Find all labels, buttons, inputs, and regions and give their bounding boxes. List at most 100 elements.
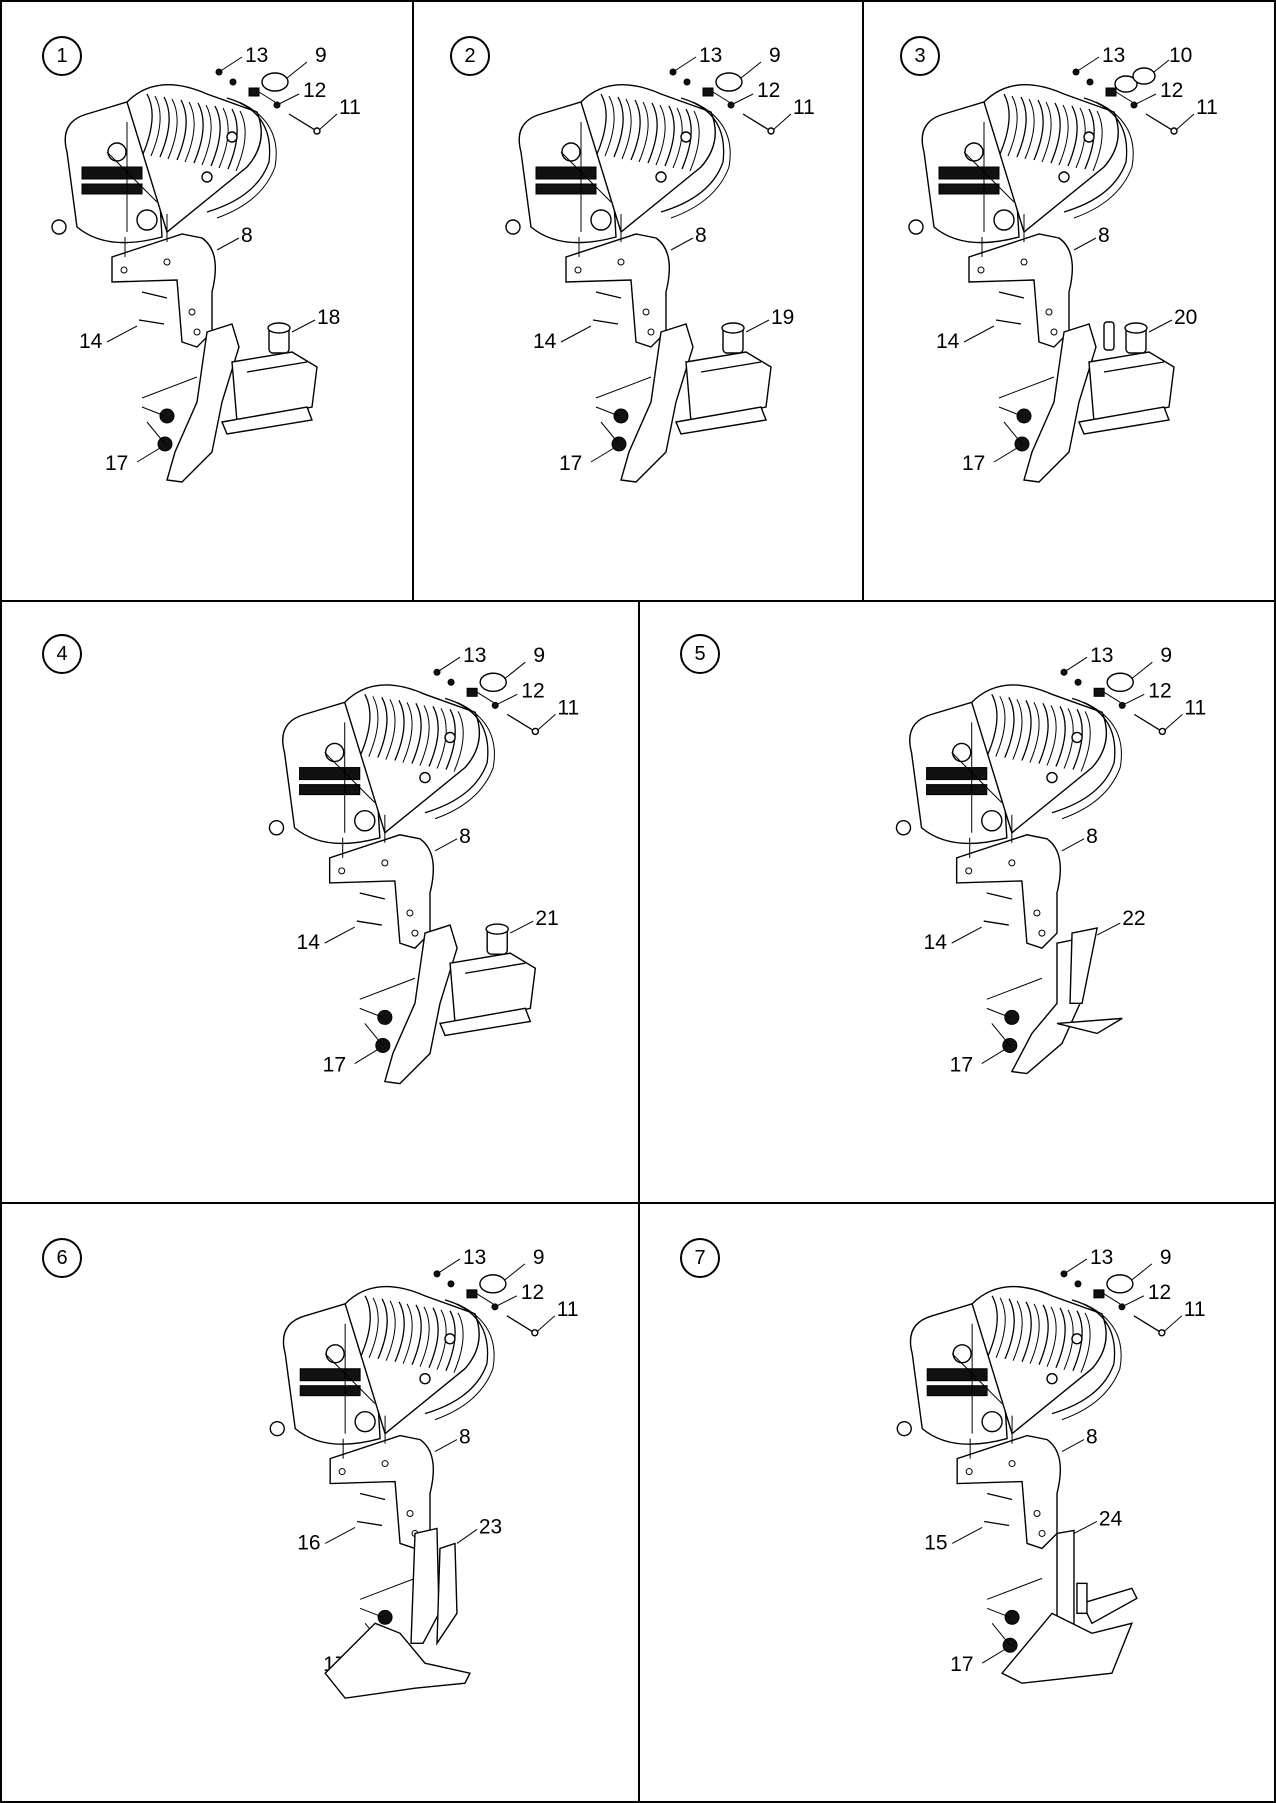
bolt-14 [592,319,619,325]
washer-12 [491,701,499,709]
spring-coil [1055,706,1066,767]
callout-17: 17 [950,1054,973,1077]
washer-13 [683,78,691,86]
leader-line [740,61,762,79]
bracket-hole [1008,1460,1016,1468]
spring-coil [1004,1298,1015,1359]
leader-line [951,1527,983,1544]
leader-line [1063,1258,1088,1275]
pivot-bolt [325,1344,345,1364]
pivot-bolt [993,209,1015,231]
spring-coil [419,705,430,766]
callout-tool: 22 [1122,907,1145,930]
brand-plate [535,166,597,180]
leader-line [510,920,534,934]
callout-12: 12 [521,1281,544,1304]
spring-coil [150,95,161,157]
spring-coil [630,99,641,161]
callout-tool: 19 [771,306,794,329]
brand-plate [299,1385,361,1397]
sweep-blade [1000,1612,1134,1684]
shank [383,924,458,1085]
hose-clamp [479,1274,507,1294]
housing-edge [1061,1303,1122,1421]
nut-17 [375,1037,391,1053]
nut-17 [613,408,629,424]
bolt-14 [359,1492,386,1501]
leader-line [1073,1521,1098,1534]
brand-plate [938,166,1000,180]
callout-tool: 20 [1174,306,1197,329]
spring-coil [193,102,204,164]
hose-clamp [715,72,743,92]
bracket-hole [338,867,346,875]
spring-coil [411,703,422,764]
bolt-14 [138,319,165,325]
callout-11: 11 [339,96,361,119]
nut-17 [1002,1037,1018,1053]
drawing-group: 13912118161723 [269,1246,579,1699]
double-clamp [1132,67,1156,85]
bracket-hole [193,328,201,336]
spring-coil [1021,1301,1032,1362]
leader-line [434,838,458,852]
spring-coil [176,99,187,161]
hose-clamp [261,72,289,92]
leader-line [354,1049,379,1064]
bracket-hole [406,1509,414,1517]
housing-edge [434,701,495,820]
wing-skid [439,1007,532,1037]
callout-11: 11 [557,1298,579,1321]
washer-13 [433,668,441,676]
callout-17: 17 [323,1054,346,1077]
leader-line [560,325,592,343]
bracket-hole [1045,308,1053,316]
callout-9: 10 [1169,44,1192,67]
leader-line [732,93,754,105]
callout-11: 11 [793,96,815,119]
assembly-line [578,214,622,257]
leader-line [1115,91,1133,103]
housing-edge [670,101,731,219]
bolt-11 [1145,113,1173,131]
brand-plate [299,767,361,781]
spring-housing [51,84,277,244]
shank [410,1527,440,1644]
bracket-hole [188,308,196,316]
pivot-bolt [51,219,67,235]
pivot-bolt [896,1420,912,1437]
rivet [655,171,667,183]
spring-coil [1021,700,1032,761]
hose-clamp [1106,672,1134,692]
spring-coil [1055,1307,1066,1368]
spring-coil [453,711,464,772]
wing-skid [1078,406,1170,435]
wing-skid [221,406,313,435]
callout-11: 11 [1184,696,1206,719]
brand-plate [299,1368,361,1382]
panel-number: 4 [42,634,82,674]
leader-line [136,447,161,463]
callout-9: 9 [1160,1246,1172,1269]
bracket-hole [574,266,582,274]
bolt-head [531,1329,539,1337]
assembly-line [342,1415,386,1459]
leader-line [258,91,276,103]
bolt-14 [356,920,382,926]
spring-coil [1004,697,1015,758]
callout-14: 14 [533,330,557,353]
spring-housing [908,84,1134,244]
washer-13 [1074,678,1082,686]
callout-13: 13 [245,44,268,67]
pivot-bolt [964,142,984,162]
leader-line [496,1295,518,1307]
assembly-line [141,376,198,445]
housing-edge [424,697,489,814]
spring-coil [1024,98,1035,160]
bracket-hole [1020,258,1028,266]
leader-line [434,1439,458,1453]
